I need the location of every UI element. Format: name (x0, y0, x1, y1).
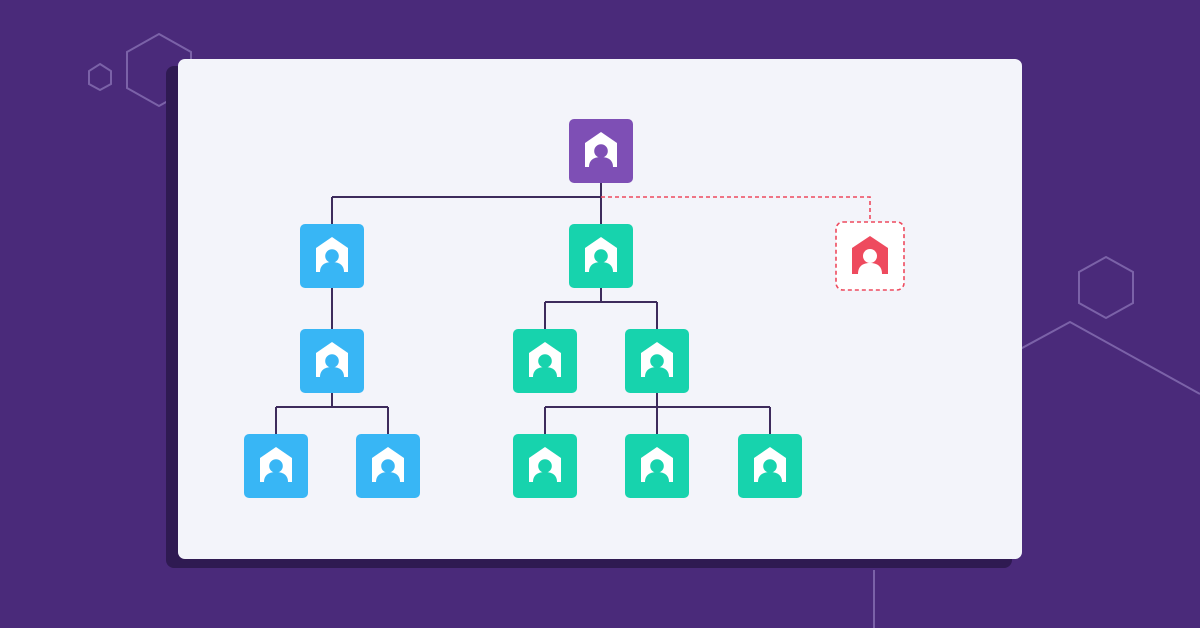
node-center-3c[interactable] (738, 434, 802, 498)
node-left-3a[interactable] (244, 434, 308, 498)
home-person-icon (852, 236, 888, 274)
hexagon-outline-right (1078, 255, 1134, 320)
node-left-3b[interactable] (356, 434, 420, 498)
node-center-1[interactable] (569, 224, 633, 288)
home-person-icon (529, 342, 561, 377)
node-center-3a[interactable] (513, 434, 577, 498)
home-person-icon (529, 447, 561, 482)
node-left-1[interactable] (300, 224, 364, 288)
decor-line-right (999, 320, 1200, 395)
node-center-2a[interactable] (513, 329, 577, 393)
hexagon-outline-small (88, 62, 112, 92)
home-person-icon (316, 237, 348, 272)
node-center-2b[interactable] (625, 329, 689, 393)
connector-lines (275, 183, 871, 434)
node-left-2[interactable] (300, 329, 364, 393)
home-person-icon (754, 447, 786, 482)
home-person-icon (372, 447, 404, 482)
chart-nodes (244, 119, 905, 498)
dashed-connector-detached (601, 196, 871, 222)
home-person-icon (641, 447, 673, 482)
home-person-icon (585, 237, 617, 272)
node-root[interactable] (569, 119, 633, 183)
home-person-icon (316, 342, 348, 377)
hexagon-outline-large (126, 32, 192, 108)
home-person-icon (260, 447, 292, 482)
node-detached[interactable] (835, 221, 905, 291)
node-center-3b[interactable] (625, 434, 689, 498)
home-person-icon (585, 132, 617, 167)
home-person-icon (641, 342, 673, 377)
